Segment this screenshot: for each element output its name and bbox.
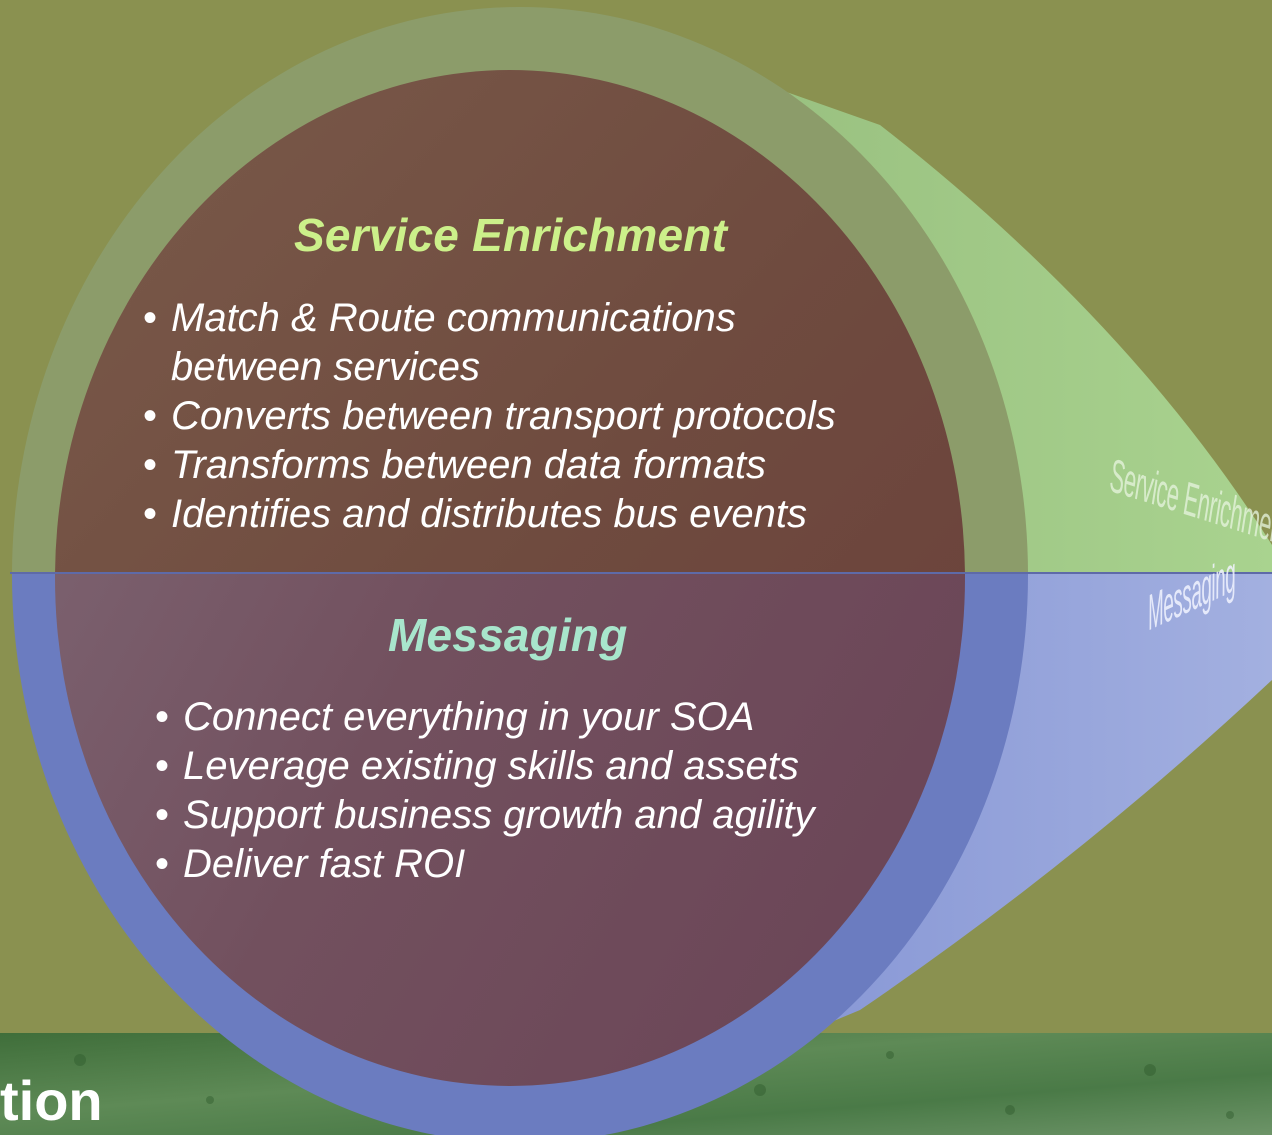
bullet-icon: • <box>143 443 158 487</box>
footer-title-fragment: tion <box>0 1069 103 1132</box>
list-item-text: Transforms between data formats <box>171 443 767 487</box>
list-item-text: Deliver fast ROI <box>183 842 466 886</box>
list-item: • Identifies and distributes bus events <box>143 490 836 539</box>
list-item-text: Support business growth and agility <box>183 793 815 837</box>
ground-texture <box>74 1051 1234 1119</box>
list-item: • Transforms between data formats <box>143 441 836 490</box>
list-item: • Deliver fast ROI <box>155 840 814 889</box>
list-item-text: Leverage existing skills and assets <box>183 744 799 788</box>
list-item: • Converts between transport protocols <box>143 392 836 441</box>
inner-disc-top <box>55 70 965 573</box>
service-enrichment-title: Service Enrichment <box>294 209 728 261</box>
list-item-text: Identifies and distributes bus events <box>171 492 807 536</box>
messaging-list: • Connect everything in your SOA • Lever… <box>155 693 814 889</box>
list-item: • Match & Route communications between s… <box>143 294 836 392</box>
messaging-title: Messaging <box>388 609 628 661</box>
bullet-icon: • <box>155 793 170 837</box>
bullet-icon: • <box>155 695 170 739</box>
list-item-text: Converts between transport protocols <box>171 394 836 438</box>
list-item: • Support business growth and agility <box>155 791 814 840</box>
bullet-icon: • <box>155 744 170 788</box>
bullet-icon: • <box>155 842 170 886</box>
list-item-text: Connect everything in your SOA <box>183 695 755 739</box>
bullet-icon: • <box>143 296 158 340</box>
inner-disc-bottom <box>55 573 965 1086</box>
list-item: • Connect everything in your SOA <box>155 693 814 742</box>
list-item-text: Match & Route communications between ser… <box>171 296 736 389</box>
bullet-icon: • <box>143 492 158 536</box>
bullet-icon: • <box>143 394 158 438</box>
list-item: • Leverage existing skills and assets <box>155 742 814 791</box>
service-enrichment-list: • Match & Route communications between s… <box>143 294 836 539</box>
